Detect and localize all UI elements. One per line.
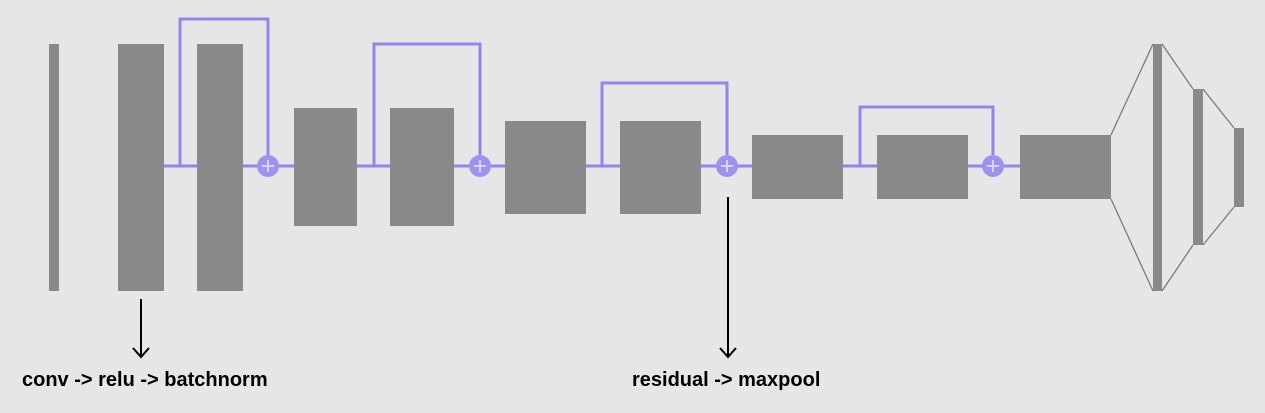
arrow-down-icon [719, 197, 737, 359]
conv-block [620, 121, 701, 214]
plus-circle-icon [469, 155, 491, 177]
conv-block [1020, 135, 1111, 199]
fc-edge [1161, 244, 1194, 292]
annotation-arrows [132, 197, 737, 359]
skip-connection-2 [372, 42, 482, 166]
caption-residual-maxpool: residual -> maxpool [632, 369, 821, 391]
fully-connected-head [1110, 43, 1244, 292]
plus-circle-icon [257, 155, 279, 177]
arrow-down-icon [132, 299, 150, 359]
conv-block [294, 108, 357, 226]
input-layer-block [49, 44, 59, 291]
conv-block [390, 108, 454, 226]
caption-conv-relu-batchnorm: conv -> relu -> batchnorm [22, 369, 268, 391]
add-nodes [257, 155, 1004, 177]
conv-block [118, 44, 164, 291]
skip-connection-1 [178, 17, 270, 166]
fc-edge [1110, 43, 1154, 136]
conv-block [505, 121, 586, 214]
conv-block [877, 135, 968, 199]
conv-block [752, 135, 843, 199]
skip-connection-3 [600, 81, 729, 166]
fc-layer-2-block [1193, 89, 1203, 245]
conv-block [197, 44, 243, 291]
fc-edge [1202, 206, 1235, 246]
skip-connection-4 [858, 105, 995, 166]
fc-edge [1110, 198, 1154, 292]
fc-output-block [1234, 128, 1244, 207]
layer-blocks [49, 44, 1111, 291]
plus-circle-icon [716, 155, 738, 177]
fc-layer-1-block [1153, 44, 1162, 291]
fc-edge [1161, 43, 1194, 90]
plus-circle-icon [982, 155, 1004, 177]
fc-edge [1202, 88, 1235, 129]
